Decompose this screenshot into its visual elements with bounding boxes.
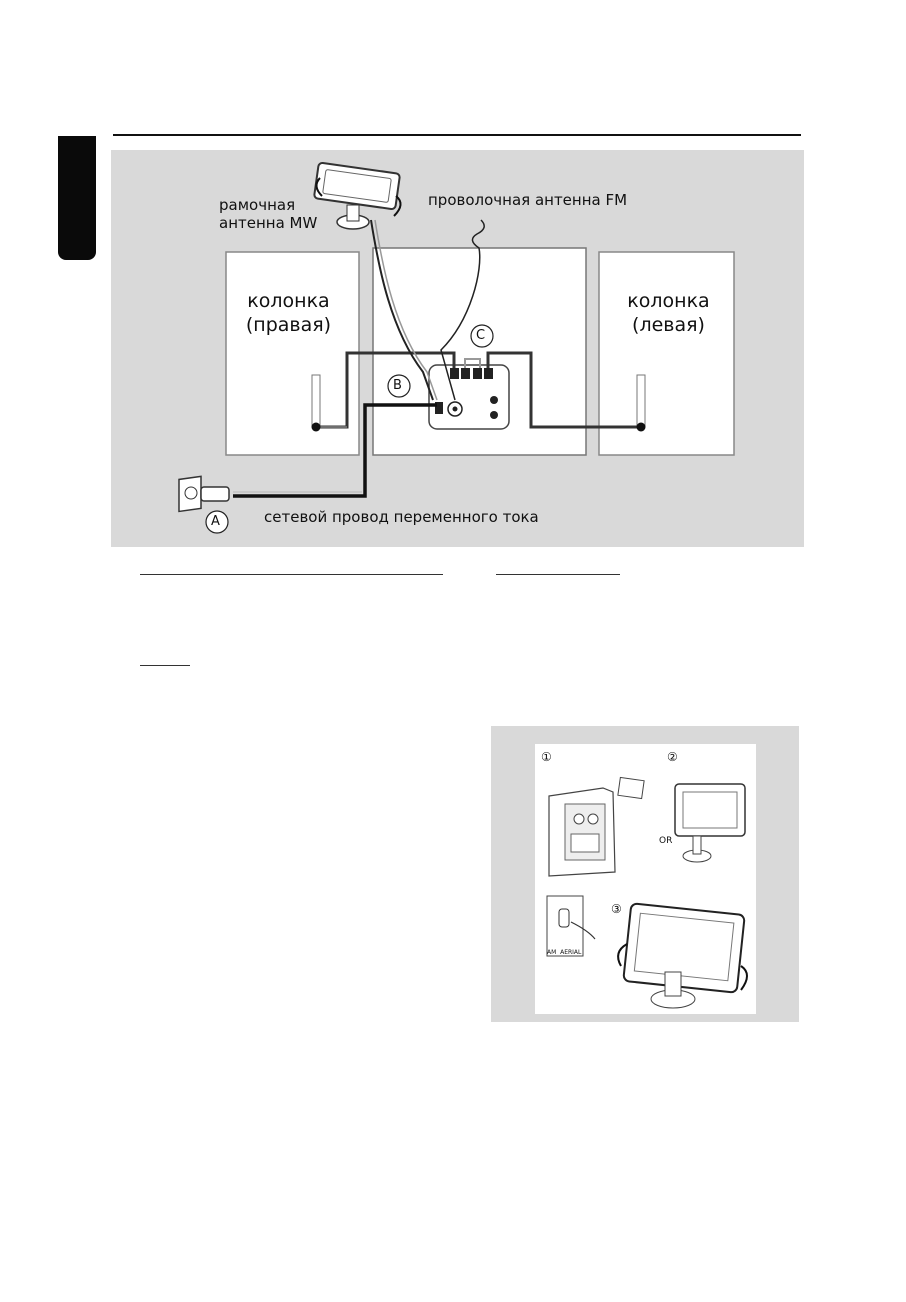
mw-antenna-label: рамочная антенна MW: [219, 196, 317, 232]
mw-antenna-label-line2: антенна MW: [219, 214, 318, 232]
ac-cord-label: сетевой провод переменного тока: [264, 508, 539, 526]
speaker-left-label-line1: колонка: [627, 290, 710, 312]
callout-a-circle: [205, 510, 229, 534]
language-tab: [58, 136, 96, 260]
fm-antenna-label: проволочная антенна FM: [428, 191, 628, 209]
am-aerial-socket-label: AM AERIAL: [547, 949, 582, 956]
connection-diagram-drawing: [178, 161, 735, 534]
step-1-label: ①: [541, 750, 552, 764]
callout-c-circle: [470, 324, 494, 348]
mw-loop-antenna: [313, 161, 402, 230]
speaker-right-box: [225, 251, 360, 456]
callout-b-circle: [387, 374, 411, 398]
heading-underline-1: [140, 574, 443, 575]
am-aerial-figure-panel: ① ② ③ OR AM AERIAL: [535, 744, 756, 1014]
header-rule: [113, 134, 801, 136]
callout-b: B: [393, 378, 402, 393]
am-aerial-figure: ① ② ③ OR AM AERIAL: [491, 726, 799, 1022]
callout-a: A: [211, 514, 220, 529]
speaker-left-label-line2: (левая): [632, 314, 705, 336]
heading-underline-2: [496, 574, 620, 575]
speaker-right-label-line1: колонка: [247, 290, 330, 312]
or-label: OR: [659, 836, 673, 846]
step-2-label: ②: [667, 750, 678, 764]
speaker-right-label-line2: (правая): [245, 314, 332, 336]
speaker-right-label: колонка (правая): [236, 289, 341, 337]
step-3-label: ③: [611, 902, 622, 916]
callout-c: C: [476, 328, 486, 343]
wall-socket: [178, 475, 202, 513]
connection-diagram: рамочная антенна MW проволочная антенна …: [111, 150, 804, 547]
am-aerial-drawing: [546, 776, 748, 1009]
mw-antenna-label-line1: рамочная: [219, 196, 296, 214]
heading-underline-3: [140, 665, 190, 666]
speaker-left-label: колонка (левая): [616, 289, 721, 337]
speaker-left-box: [598, 251, 735, 456]
